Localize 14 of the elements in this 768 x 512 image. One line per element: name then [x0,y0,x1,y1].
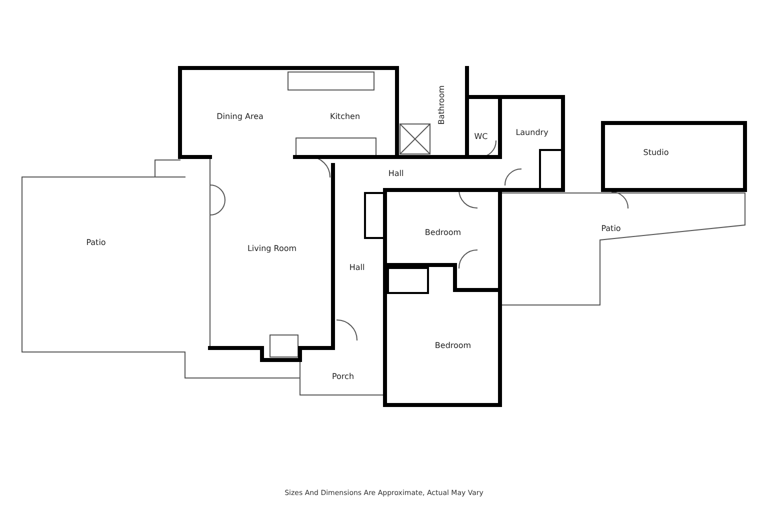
room-label: Living Room [247,245,297,253]
room-label: Kitchen [330,113,360,121]
room-label: Patio [601,225,621,233]
room-label: Porch [332,373,354,381]
room-label: Bedroom [424,229,462,237]
room-label: Hall [388,170,404,178]
room-label: Bedroom [434,342,472,350]
room-label: WC [474,133,488,141]
room-label: Patio [86,239,106,247]
room-label: Studio [643,149,669,157]
room-label: Dining Area [216,113,264,121]
room-label: Hall [349,264,365,272]
room-label: Laundry [516,129,548,137]
room-label: Bathroom [438,85,446,125]
